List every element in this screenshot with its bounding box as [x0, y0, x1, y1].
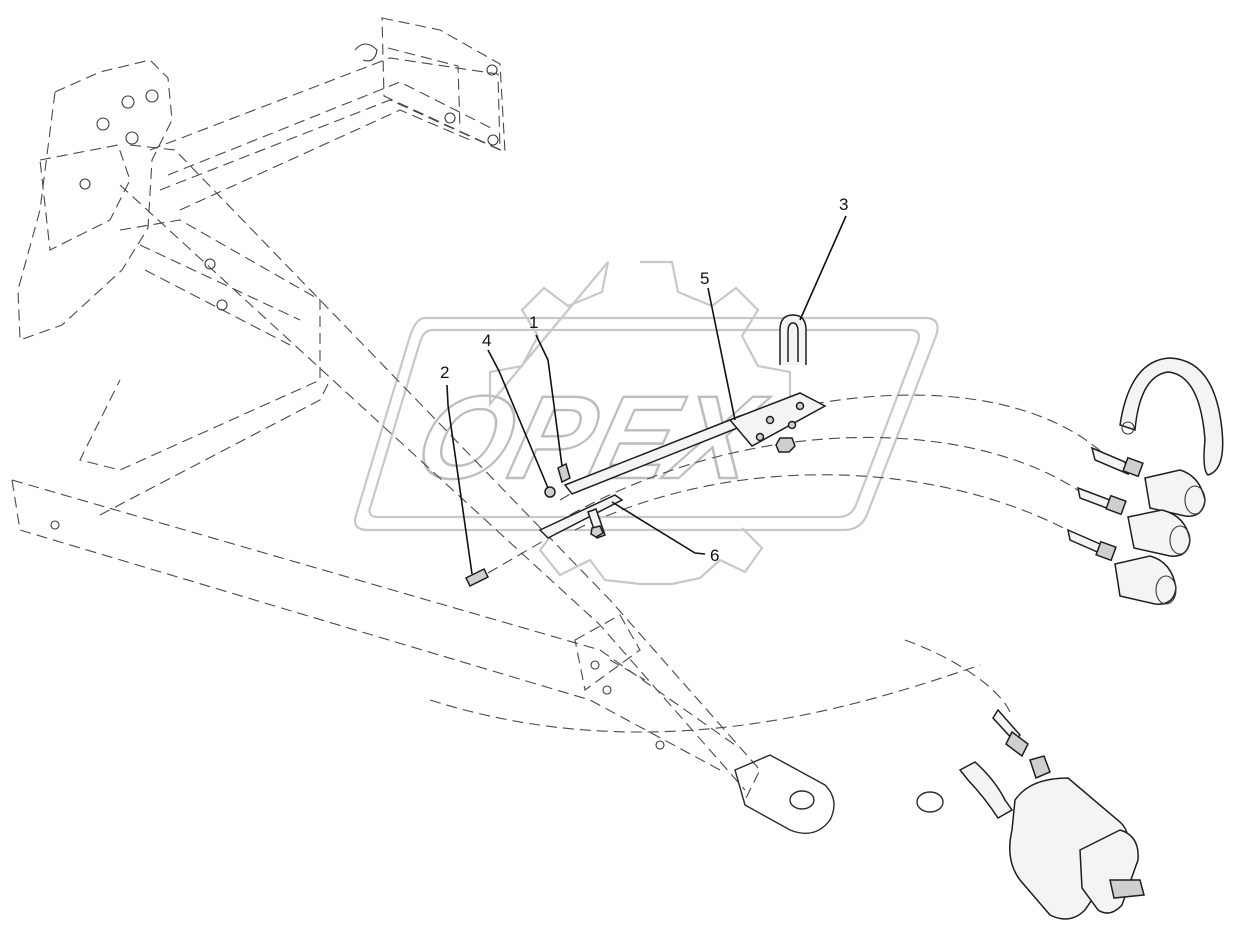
plate-hole [787, 420, 797, 430]
plate-hole [795, 401, 805, 411]
hose-line-2 [569, 436, 1086, 516]
hose-nut-3 [1095, 540, 1117, 562]
drawbar-upper [129, 144, 761, 801]
frame-hole [96, 117, 110, 131]
hose-line-4 [429, 664, 981, 733]
frame-right-bracket [381, 17, 506, 153]
drawbar-hole [50, 520, 60, 530]
drawbar-bracket [574, 614, 646, 691]
callout-3: 3 [839, 195, 848, 214]
hitch-eye [789, 790, 815, 810]
frame-hole [204, 258, 216, 270]
hydraulic-pump [916, 708, 1145, 920]
pump-clamp [916, 791, 944, 813]
nut-4 [544, 486, 556, 498]
drawbar-hole [602, 685, 612, 695]
hose-bracket-assembly [464, 314, 827, 588]
drawbar-hole [590, 660, 600, 670]
leader-3 [799, 215, 847, 321]
leader-1 [535, 334, 563, 467]
drawbar [11, 144, 835, 834]
watermark-gear [488, 260, 792, 408]
frame-hole [486, 64, 498, 76]
callout-leaders [446, 215, 847, 575]
u-bolt [779, 314, 807, 365]
coupler-1-face [1184, 485, 1206, 515]
drawbar-lower [11, 479, 721, 771]
frame-lower-beam [79, 219, 321, 471]
watermark-gear-lower [538, 524, 764, 586]
pump-elbow-fitting [1029, 755, 1051, 780]
frame-top-beam [149, 57, 501, 191]
hydraulic-hoses [429, 394, 1106, 733]
frame-hole [125, 131, 139, 145]
frame-hole [79, 178, 91, 190]
hose-end-1 [1090, 446, 1130, 476]
bolt-1 [557, 462, 571, 484]
coupler-2 [1127, 509, 1191, 557]
plate-nut [775, 437, 796, 453]
chassis-frame [17, 17, 506, 471]
coupler-2-face [1169, 525, 1191, 555]
drawbar-brace [99, 379, 331, 516]
hose-nut-1 [1122, 456, 1144, 478]
frame-side-plate-inner [39, 144, 131, 251]
frame-lower-beam-2 [139, 244, 301, 346]
bolt-2-axis [487, 539, 546, 574]
watermark-frame-outer [353, 316, 939, 532]
hose-line-1 [559, 394, 1106, 501]
frame-hole [487, 134, 499, 146]
drawbar-hole [655, 740, 665, 750]
frame-top-beam-2 [167, 81, 496, 211]
small-bracket [538, 494, 624, 539]
frame-hole [444, 112, 456, 124]
leader-5 [707, 287, 736, 421]
callout-5: 5 [700, 269, 709, 288]
strap-hole [1121, 421, 1135, 435]
drawbar-lower-2 [11, 479, 736, 746]
hose-line-5 [904, 639, 1011, 713]
frame-hole [145, 89, 159, 103]
leader-4 [487, 349, 549, 489]
frame-hole [121, 95, 135, 109]
plate-hole [765, 415, 775, 425]
coupler-3 [1114, 555, 1177, 605]
watermark-frame-inner [368, 328, 921, 519]
frame-side-plate [17, 59, 173, 341]
coupler-3-face [1155, 575, 1177, 605]
opex-watermark: OPEX [353, 260, 939, 586]
hose-holder-strap [1119, 357, 1224, 476]
pump-shaft [1109, 879, 1145, 899]
callout-2: 2 [440, 363, 449, 382]
hose-line-3 [574, 474, 1099, 549]
callout-labels: 1 2 3 4 5 6 [440, 195, 848, 565]
drawbar-upper-2 [119, 184, 746, 791]
frame-clip [354, 43, 378, 62]
pump-hose-fitting [1005, 730, 1029, 758]
hitch-tongue [734, 754, 835, 834]
callout-1: 1 [529, 313, 538, 332]
quick-couplers [1066, 357, 1224, 605]
frame-hole [216, 299, 228, 311]
hose-end-3 [1066, 528, 1104, 556]
hose-nut-2 [1105, 494, 1127, 516]
small-bracket-nut [590, 525, 604, 538]
leader-6 [611, 501, 706, 555]
coupler-1 [1144, 469, 1206, 517]
plate-hole [755, 432, 765, 442]
pump-inlet-hose [958, 761, 1014, 820]
leader-2 [446, 384, 473, 575]
bolt-2 [464, 567, 490, 588]
callout-4: 4 [482, 331, 491, 350]
callout-6: 6 [710, 546, 719, 565]
